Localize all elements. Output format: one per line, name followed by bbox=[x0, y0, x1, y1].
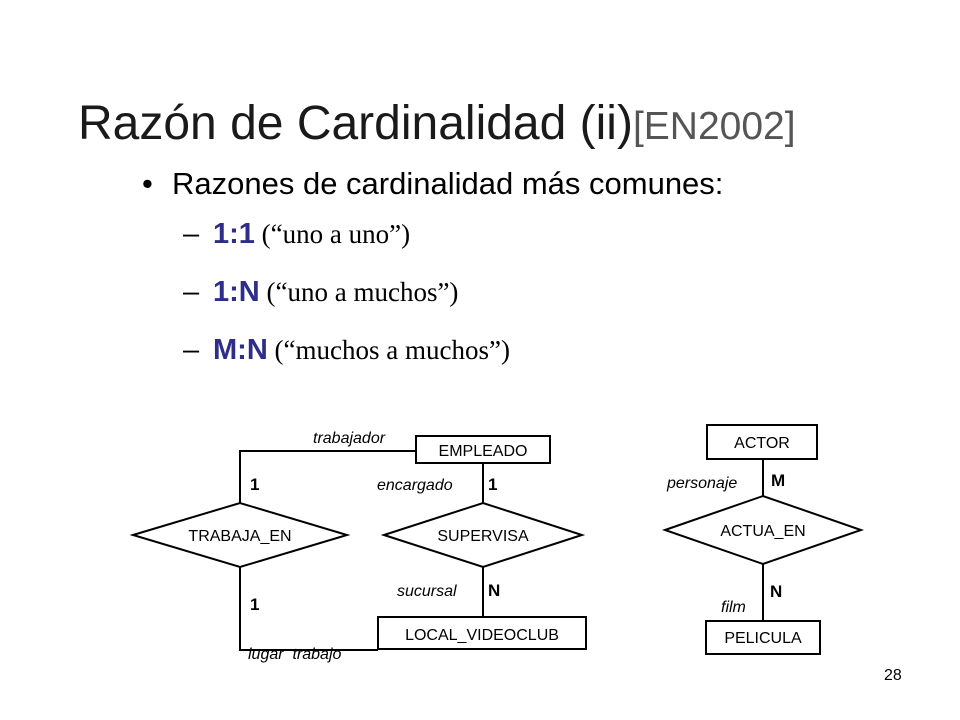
item-key: 1:1 bbox=[213, 218, 255, 250]
role-film: film bbox=[721, 599, 746, 616]
page-number: 28 bbox=[884, 667, 902, 684]
entity-pelicula: PELICULA bbox=[705, 620, 821, 655]
title-main: Razón de Cardinalidad (ii) bbox=[78, 97, 633, 150]
item-desc: muchos a muchos bbox=[295, 335, 489, 365]
entity-empleado: EMPLEADO bbox=[415, 435, 551, 464]
card-supervisa-top: 1 bbox=[488, 475, 497, 494]
entity-actor: ACTOR bbox=[706, 424, 818, 460]
entity-empleado-label: EMPLEADO bbox=[439, 443, 528, 460]
item-open: (“ bbox=[254, 219, 283, 249]
role-sucursal: sucursal bbox=[397, 583, 457, 600]
role-trabajador: trabajador bbox=[313, 430, 386, 447]
entity-local-videoclub: LOCAL_VIDEOCLUB bbox=[377, 616, 587, 650]
diagram1-lines bbox=[239, 450, 484, 651]
item-desc: uno a uno bbox=[282, 219, 390, 249]
item-key: M:N bbox=[213, 334, 268, 366]
item-one-to-many: –1:N (“uno a muchos”) bbox=[183, 276, 458, 309]
item-one-to-one: –1:1 (“uno a uno”) bbox=[183, 218, 410, 251]
entity-actor-label: ACTOR bbox=[734, 435, 790, 452]
relationship-actua-en: ACTUA_EN bbox=[661, 494, 865, 566]
item-dash: – bbox=[183, 218, 200, 250]
relationship-actua-en-label: ACTUA_EN bbox=[720, 523, 805, 540]
bullet-text: Razones de cardinalidad más comunes: bbox=[172, 166, 724, 201]
role-encargado: encargado bbox=[377, 477, 453, 494]
relationship-supervisa: SUPERVISA bbox=[380, 501, 586, 569]
item-key: 1:N bbox=[213, 276, 260, 308]
card-trabaja-top: 1 bbox=[250, 475, 259, 494]
relationship-trabaja-en-label: TRABAJA_EN bbox=[188, 528, 291, 545]
relationship-supervisa-label: SUPERVISA bbox=[437, 528, 529, 545]
title-reference: [EN2002] bbox=[632, 105, 796, 148]
item-close: ”) bbox=[389, 219, 411, 249]
card-actua-top: M bbox=[771, 471, 785, 490]
role-personaje: personaje bbox=[666, 475, 737, 492]
relationship-trabaja-en: TRABAJA_EN bbox=[129, 501, 351, 569]
item-desc: uno a muchos bbox=[287, 277, 438, 307]
item-many-to-many: –M:N (“muchos a muchos”) bbox=[183, 334, 510, 367]
item-dash: – bbox=[183, 276, 200, 308]
card-trabaja-bottom: 1 bbox=[250, 595, 259, 614]
entity-pelicula-label: PELICULA bbox=[724, 630, 802, 647]
bullet-marker: • bbox=[142, 166, 153, 201]
slide-title: Razón de Cardinalidad (ii)[EN2002] bbox=[78, 96, 796, 151]
item-close: ”) bbox=[488, 335, 510, 365]
item-open: (“ bbox=[267, 335, 296, 365]
card-supervisa-bottom: N bbox=[488, 581, 500, 600]
item-dash: – bbox=[183, 334, 200, 366]
line-trabaja-local bbox=[239, 567, 378, 651]
bullet-main: • Razones de cardinalidad más comunes: bbox=[142, 166, 723, 202]
role-lugar-trabajo: lugar trabajo bbox=[248, 646, 341, 663]
card-actua-bottom: N bbox=[770, 582, 782, 601]
line-empleado-trabaja bbox=[239, 450, 416, 503]
item-close: ”) bbox=[437, 277, 459, 307]
item-open: (“ bbox=[259, 277, 288, 307]
entity-local-videoclub-label: LOCAL_VIDEOCLUB bbox=[405, 627, 559, 644]
